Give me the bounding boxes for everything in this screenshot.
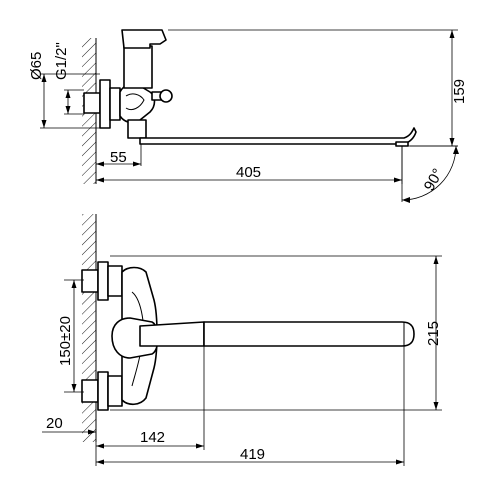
- side-cartridge-column: [123, 45, 153, 89]
- dim-handle-distance: 142: [140, 429, 165, 446]
- front-upper-flange: [107, 265, 123, 297]
- dim-wall-gap: 20: [46, 415, 63, 432]
- dim-center-distance: 150±20: [57, 316, 74, 366]
- front-spout: [203, 321, 415, 347]
- front-view: 215 150±20 20 142 419: [42, 214, 442, 466]
- front-lower-flange: [107, 375, 123, 407]
- side-nut: [109, 87, 121, 121]
- front-lower-connector: [81, 379, 99, 403]
- side-diverter-knob: [159, 89, 173, 103]
- rotation-arc: [401, 145, 457, 201]
- front-wall-hatch: [82, 214, 96, 442]
- dim-rotation: 90°: [421, 166, 447, 194]
- side-flange: [99, 79, 111, 129]
- dim-height: 159: [451, 79, 468, 104]
- front-upper-connector: [81, 269, 99, 293]
- side-mixer-body-detail: [125, 93, 145, 111]
- dim-wall-offset: 55: [110, 149, 127, 166]
- dim-total-length: 419: [240, 446, 265, 463]
- side-spout-joint: [127, 119, 147, 139]
- dim-thread: G1/2": [53, 42, 70, 80]
- side-eccentric-connector: [83, 92, 101, 114]
- front-handle-lever: [139, 321, 205, 347]
- side-view: Ø65 G1/2" 159 55 405 90°: [28, 29, 468, 203]
- front-lower-nut: [97, 371, 109, 411]
- dim-spout-length: 405: [236, 164, 261, 181]
- side-spout: [139, 127, 417, 145]
- dim-diameter: Ø65: [28, 52, 45, 80]
- front-upper-nut: [97, 261, 109, 301]
- dim-total-height: 215: [425, 321, 442, 346]
- side-aerator: [395, 141, 409, 147]
- side-mixer-body: [119, 83, 156, 124]
- side-handle: [121, 29, 167, 49]
